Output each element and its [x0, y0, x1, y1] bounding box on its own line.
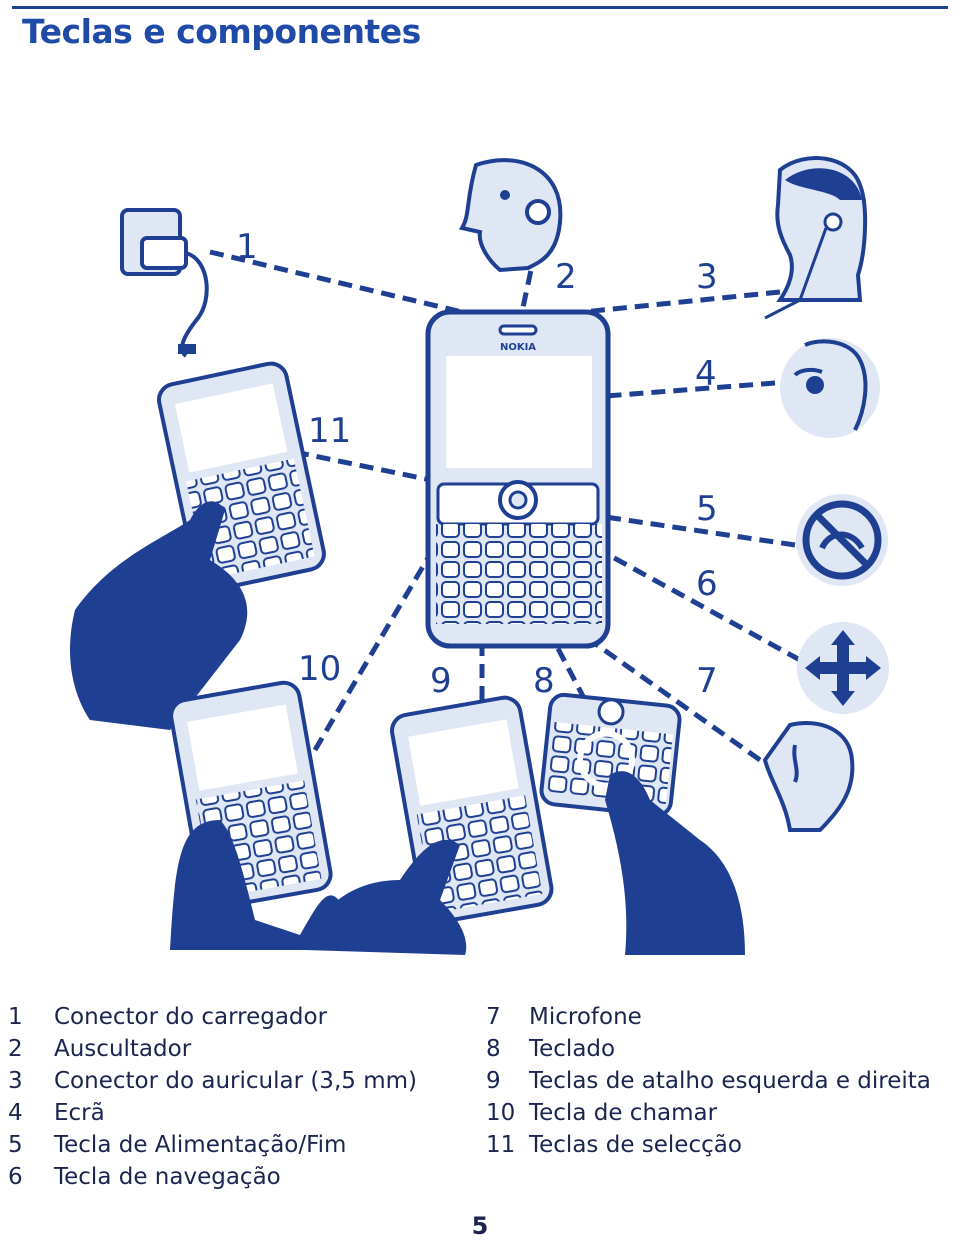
callout-2: 2	[555, 257, 577, 297]
callout-8: 8	[533, 661, 555, 701]
callout-9: 9	[430, 661, 452, 701]
phone-hand-9	[305, 695, 554, 955]
phone-hand-11	[70, 361, 326, 730]
callout-5: 5	[696, 489, 718, 529]
microphone-face-icon	[762, 721, 855, 832]
phone-brand: NOKIA	[500, 342, 536, 353]
eye-face-icon	[780, 338, 880, 438]
headset-man-icon	[764, 156, 868, 320]
callout-10: 10	[298, 649, 341, 689]
top-rule	[12, 6, 948, 9]
callout-3: 3	[696, 257, 718, 297]
main-phone: NOKIA	[425, 309, 611, 649]
callout-numbers: 1 2 3 4 5 6 7 8 9 10 11	[236, 227, 718, 701]
ear-head-icon	[458, 158, 563, 273]
phone-hand-10	[169, 680, 350, 950]
callout-6: 6	[696, 564, 718, 604]
page-number: 5	[471, 1212, 489, 1240]
callout-11: 11	[308, 411, 351, 451]
power-end-icon	[796, 494, 888, 586]
callout-1: 1	[236, 227, 258, 267]
navigation-arrows-icon	[797, 622, 889, 714]
callout-4: 4	[695, 354, 717, 394]
charger-icon	[120, 208, 209, 358]
keyboard-hand-8	[539, 692, 745, 955]
callout-7: 7	[696, 661, 718, 701]
page-title: Teclas e componentes	[22, 12, 421, 51]
